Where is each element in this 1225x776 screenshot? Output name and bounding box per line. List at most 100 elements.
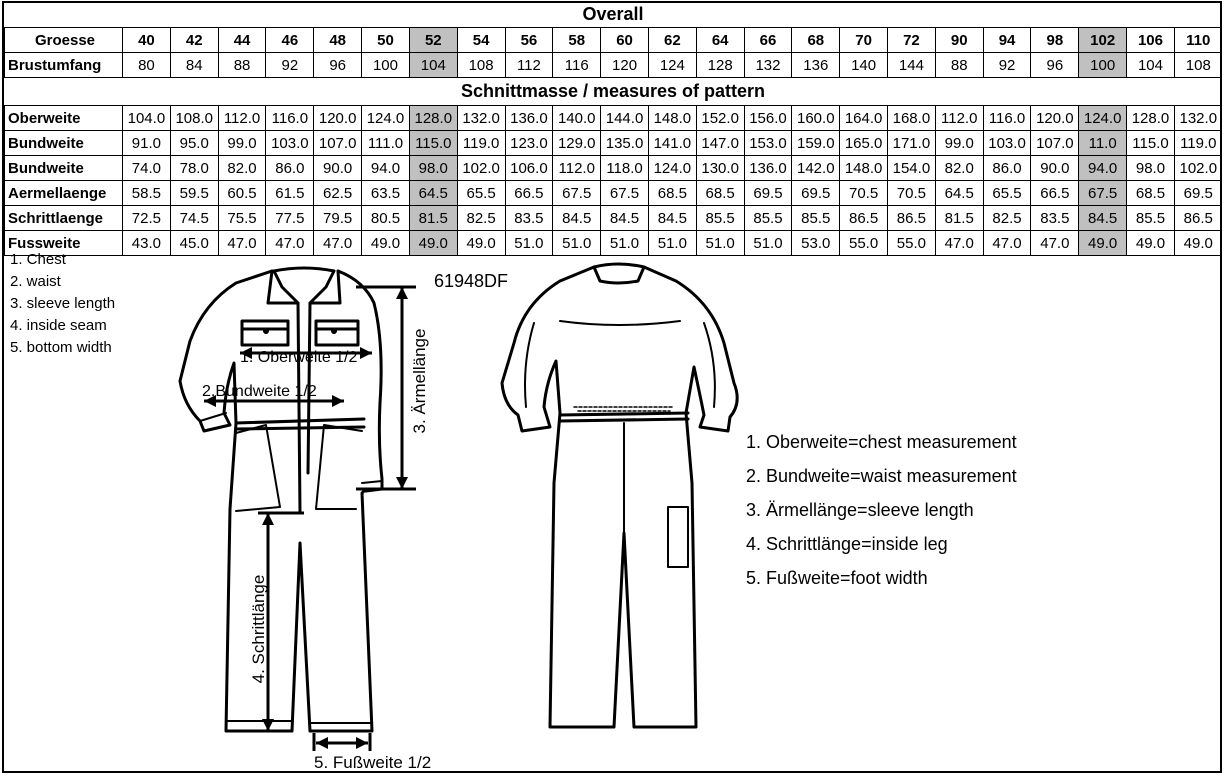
measure-cell: 86.5 [1173,205,1220,231]
measure-cell: 68.5 [695,180,745,206]
label-bundweite: 2.Bundweite 1/2 [202,383,317,400]
back-waistband [558,411,690,423]
measure-cell: 141.0 [647,130,697,156]
measure-cell: 85.5 [1126,205,1175,231]
groesse-cell: 44 [217,27,267,53]
front-side-pocket-left [235,424,281,512]
measure-cell: 82.0 [217,155,267,181]
brustumfang-cell: 84 [169,52,219,78]
measure-cell: 153.0 [743,130,793,156]
brustumfang-cell: 136 [791,52,841,78]
brustumfang-cell: 120 [600,52,649,78]
groesse-label: Groesse [4,27,123,53]
measure-cell: 156.0 [743,105,793,131]
measure-cell: 152.0 [695,105,745,131]
brustumfang-label: Brustumfang [4,52,123,78]
measure-cell: 78.0 [169,155,219,181]
measure-cell: 67.5 [600,180,649,206]
measurement-legend-item: 4. Schrittlänge=inside leg [746,534,948,554]
brustumfang-cell: 140 [839,52,888,78]
measure-cell: 75.5 [217,205,267,231]
measure-cell: 74.5 [169,205,219,231]
measure-cell: 119.0 [456,130,506,156]
article-code: 61948DF [434,271,509,291]
measure-cell: 154.0 [887,155,936,181]
measure-cell: 86.5 [887,205,936,231]
measure-cell: 129.0 [552,130,602,156]
front-collar [266,266,342,305]
back-coverall-outline [500,265,739,729]
measurement-legend-item: 5. Fußweite=foot width [746,568,928,588]
measurement-legend-item: 3. Ärmellänge=sleeve length [746,500,974,520]
measure-cell: 171.0 [887,130,936,156]
groesse-cell: 62 [647,27,697,53]
measure-cell: 83.5 [504,205,554,231]
measure-cell: 49.0 [1078,230,1128,256]
brustumfang-cell: 100 [361,52,410,78]
measure-cell: 94.0 [361,155,410,181]
label-schrittlaenge: 4. Schrittlänge [249,574,268,684]
front-left-cuff [199,412,231,432]
brustumfang-cell: 124 [647,52,697,78]
measure-cell: 69.5 [1173,180,1220,206]
measure-cell: 80.5 [361,205,410,231]
measure-cell: 84.5 [600,205,649,231]
measure-cell: 47.0 [313,230,363,256]
measure-cell: 68.5 [647,180,697,206]
coverall-technical-drawing [178,262,739,751]
measure-cell: 99.0 [934,130,984,156]
measure-cell: 123.0 [504,130,554,156]
measure-cell: 82.0 [934,155,984,181]
measure-cell: 120.0 [1030,105,1080,131]
measurement-legend: 1. Oberweite=chest measurement 2. Bundwei… [746,425,1017,595]
measure-cell: 49.0 [1173,230,1220,256]
measure-cell: 55.0 [887,230,936,256]
measure-cell: 51.0 [504,230,554,256]
brustumfang-cell: 92 [982,52,1032,78]
label-oberweite: 1. Oberweite 1/2 [240,349,358,366]
measure-row-label: Fussweite [4,230,123,256]
measure-row-label: Bundweite [4,155,123,181]
pattern-title: Schnittmasse / measures of pattern [460,81,766,101]
front-placket [296,301,312,515]
measure-cell: 136.0 [743,155,793,181]
measure-cell: 49.0 [456,230,506,256]
measure-cell: 84.5 [552,205,602,231]
front-side-pocket-right [315,424,363,510]
measure-cell: 148.0 [839,155,888,181]
measure-cell: 74.0 [122,155,171,181]
groesse-cell: 52 [408,27,458,53]
back-yoke [559,320,681,326]
measure-cell: 132.0 [1173,105,1220,131]
measure-cell: 63.5 [361,180,410,206]
measure-cell: 64.5 [408,180,458,206]
measure-cell: 69.5 [791,180,841,206]
back-left-sleeve-seam [524,322,535,408]
measure-cell: 72.5 [122,205,171,231]
measure-cell: 124.0 [1078,105,1128,131]
measurement-legend-item: 2. Bundweite=waist measurement [746,466,1017,486]
measurement-legend-item: 1. Oberweite=chest measurement [746,432,1017,452]
measure-cell: 47.0 [217,230,267,256]
measure-cell: 132.0 [456,105,506,131]
measure-cell: 47.0 [265,230,315,256]
measure-cell: 85.5 [743,205,793,231]
label-fussweite: 5. Fußweite 1/2 [314,753,432,772]
brustumfang-cell: 144 [887,52,936,78]
measure-cell: 49.0 [361,230,410,256]
short-legend-item: 1. Chest [10,251,66,268]
measure-cell: 69.5 [743,180,793,206]
measure-cell: 86.0 [982,155,1032,181]
measure-cell: 81.5 [934,205,984,231]
measure-cell: 128.0 [408,105,458,131]
groesse-cell: 40 [122,27,171,53]
brustumfang-cell: 96 [1030,52,1080,78]
arrow-schrittlaenge [258,511,304,731]
measure-cell: 103.0 [265,130,315,156]
measure-cell: 112.0 [934,105,984,131]
front-right-cuff [361,480,383,484]
